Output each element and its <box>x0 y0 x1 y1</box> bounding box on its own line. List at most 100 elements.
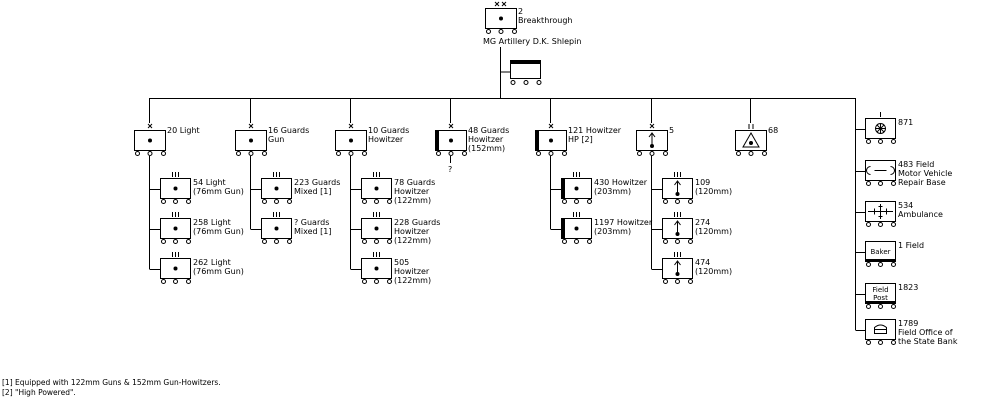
brigade-note: ? <box>448 165 452 174</box>
wheel-icon <box>287 199 292 204</box>
wheel-icon <box>274 239 279 244</box>
artillery-icon <box>274 226 279 231</box>
regiment-label: 474(120mm) <box>695 258 732 276</box>
wheel-icon <box>262 239 267 244</box>
unit-label-line: Breakthrough <box>518 16 573 25</box>
regiment-label: 262 Light(76mm Gun) <box>193 258 244 276</box>
base-bar <box>866 301 896 304</box>
unit-frame <box>735 130 767 151</box>
brigade-label-b20: 20 Light <box>167 126 200 135</box>
wheel-icon <box>688 279 693 284</box>
artillery-icon <box>173 266 178 271</box>
base-bar <box>866 259 896 262</box>
wheel-icon <box>675 199 680 204</box>
artillery-icon <box>449 138 453 143</box>
wheel-icon <box>574 239 579 244</box>
heavy-bar-icon <box>436 131 439 151</box>
wheel-icon <box>510 80 516 85</box>
unit-label-line: 10 Guards <box>368 126 409 135</box>
unit-label-line: (122mm) <box>394 196 431 205</box>
unit-label-line: 483 Field <box>898 160 934 169</box>
hq-staff-box <box>510 60 541 79</box>
footnotes: [1] Equipped with 122mm Guns & 152mm Gun… <box>2 378 221 398</box>
artillery-icon <box>249 138 253 143</box>
unit-label-line: Gun <box>268 135 284 144</box>
unit-label-line: 262 Light <box>193 258 231 267</box>
observation-icon <box>749 141 753 145</box>
wheel-icon <box>891 304 896 309</box>
wheel-icon <box>387 279 392 284</box>
brigade-label-b5: 5 <box>669 126 674 135</box>
support-label: 1823 <box>898 283 918 292</box>
wheel-icon <box>891 181 896 186</box>
wheel-icon <box>663 151 668 156</box>
hq-commander: MG Artillery D.K. Shlepin <box>483 37 581 46</box>
artillery-icon <box>549 138 553 143</box>
heavy-bar-icon <box>562 219 565 239</box>
mortar-icon <box>674 220 681 226</box>
mortar-icon <box>650 144 654 148</box>
brigade-label-b68: 68 <box>768 126 778 135</box>
echelon-mark <box>649 123 655 129</box>
wheel-icon <box>878 262 883 267</box>
wheel-icon <box>498 29 504 34</box>
unit-label-line: (76mm Gun) <box>193 187 244 196</box>
wheel-icon <box>548 151 554 156</box>
artillery-icon <box>349 138 353 143</box>
regiment-label: 1197 Howitzer(203mm) <box>594 218 653 236</box>
unit-label-line: (76mm Gun) <box>193 267 244 276</box>
wheel-icon <box>762 151 767 156</box>
wheel-icon <box>574 199 579 204</box>
artillery-icon <box>374 226 379 231</box>
unit-label-line: (120mm) <box>695 267 732 276</box>
artillery-icon <box>148 138 152 143</box>
regiment-unit <box>662 252 693 284</box>
support-label: 1 Field <box>898 241 924 250</box>
wheel-icon <box>587 239 592 244</box>
wheel-icon <box>675 279 680 284</box>
regiment-unit <box>261 172 292 204</box>
brigade-unit-b20 <box>134 123 166 156</box>
brigade-unit-b121 <box>535 123 567 156</box>
wheel-icon <box>736 151 741 156</box>
wheel-icon <box>236 151 241 156</box>
echelon-mark <box>548 123 554 129</box>
unit-label-line: 16 Guards <box>268 126 309 135</box>
wheel-icon <box>374 199 379 204</box>
wheel-icon <box>866 139 871 144</box>
unit-label-line: 258 Light <box>193 218 231 227</box>
support-unit <box>865 112 896 144</box>
wheel-icon <box>287 239 292 244</box>
unit-label-line: Howitzer <box>394 227 430 236</box>
unit-label-line: 505 <box>394 258 409 267</box>
wheel-icon <box>161 151 166 156</box>
unit-label-line: 1789 <box>898 319 918 328</box>
echelon-mark <box>494 1 500 7</box>
mortar-icon <box>675 192 680 196</box>
brigade-unit-b48 <box>435 123 467 156</box>
echelon-mark <box>348 123 354 129</box>
unit-label-line: 109 <box>695 178 710 187</box>
unit-label-line: 20 Light <box>167 126 200 135</box>
artillery-icon <box>574 186 579 191</box>
unit-label-line: Motor Vehicle <box>898 169 952 178</box>
wheel-icon <box>374 279 379 284</box>
support-unit <box>865 319 896 345</box>
bank-icon <box>874 324 887 334</box>
wheel-icon <box>161 239 166 244</box>
unit-label-line: 2 <box>518 7 523 16</box>
unit-label-line: 871 <box>898 118 913 127</box>
unit-label-line: 274 <box>695 218 710 227</box>
wheel-icon <box>562 151 567 156</box>
wheel-icon <box>462 151 467 156</box>
unit-label-line: Howitzer <box>368 135 404 144</box>
unit-label-line: ? Guards <box>294 218 329 227</box>
mortar-icon <box>675 272 680 276</box>
repair-icon <box>890 166 895 175</box>
regiment-label: 109(120mm) <box>695 178 732 196</box>
